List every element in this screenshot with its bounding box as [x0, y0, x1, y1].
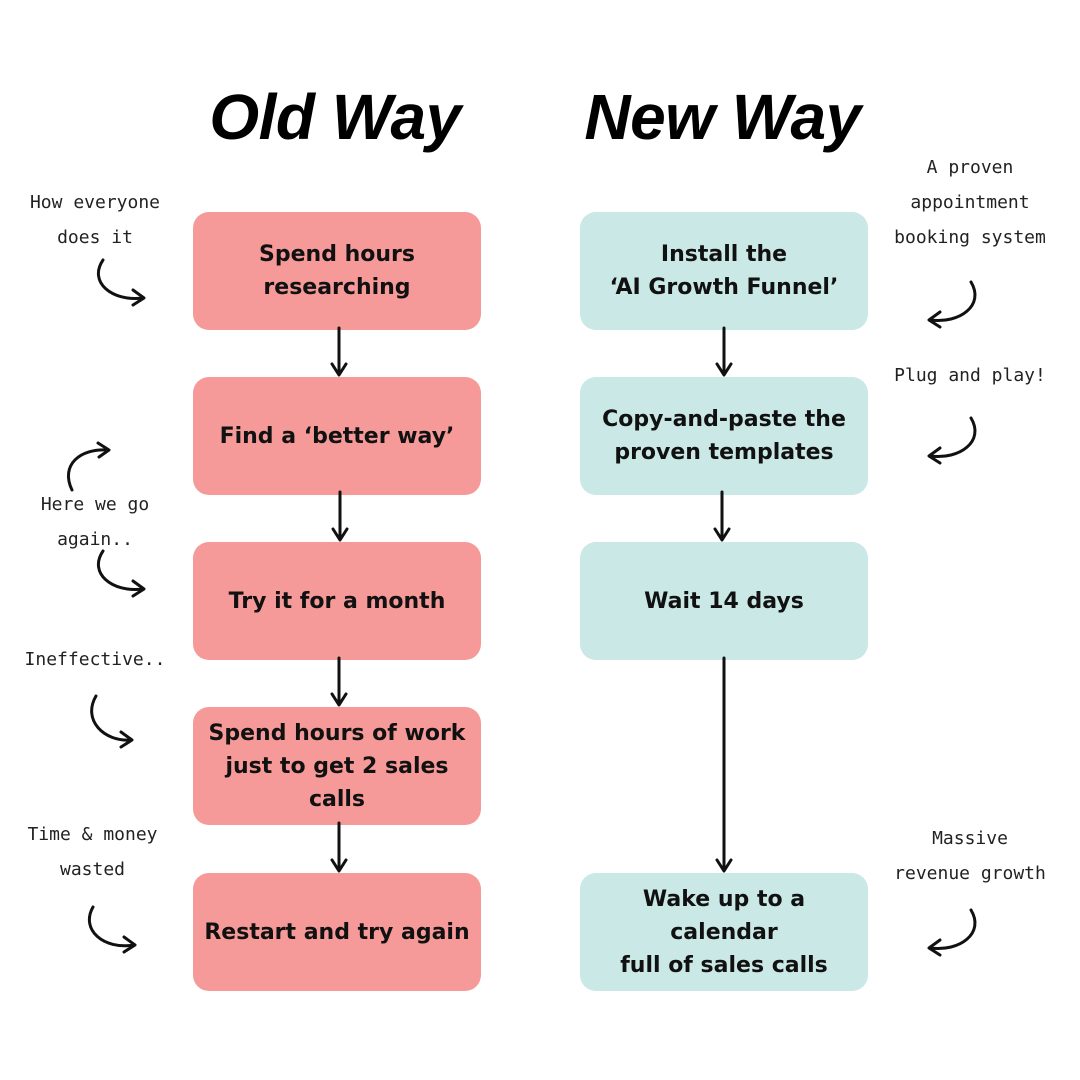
old-step-research: Spend hours researching — [193, 212, 481, 330]
curly-arrow-plug-and-play — [927, 416, 977, 465]
old-step-hours-of-work: Spend hours of work just to get 2 sales … — [193, 707, 481, 825]
note-here-we-go: Here we go again.. — [40, 494, 150, 550]
new-arrow-1 — [715, 326, 733, 377]
old-arrow-4 — [330, 821, 348, 873]
note-proven-system: A proven appointment booking system — [894, 157, 1046, 248]
note-ineffective: Ineffective.. — [24, 649, 166, 670]
note-how-everyone: How everyone does it — [29, 192, 161, 248]
new-arrow-2 — [713, 490, 731, 542]
old-arrow-2 — [331, 490, 349, 542]
curly-arrow-ineffective — [90, 694, 134, 749]
old-arrow-3 — [330, 656, 348, 707]
old-step-try-month: Try it for a month — [193, 542, 481, 660]
curly-arrow-massive-growth — [927, 908, 977, 957]
curly-arrow-proven-system — [927, 280, 977, 329]
old-step-restart: Restart and try again — [193, 873, 481, 991]
new-step-wake-up-calendar: Wake up to a calendar full of sales call… — [580, 873, 868, 991]
new-way-heading: New Way — [584, 81, 861, 153]
new-step-wait: Wait 14 days — [580, 542, 868, 660]
curly-arrow-time-money — [87, 905, 137, 954]
note-plug-and-play: Plug and play! — [894, 365, 1046, 386]
new-arrow-3 — [715, 656, 733, 873]
curly-arrow-how-everyone — [96, 258, 146, 307]
old-arrow-1 — [330, 326, 348, 377]
note-massive-growth: Massive revenue growth — [894, 828, 1046, 884]
new-step-install-funnel: Install the ‘AI Growth Funnel’ — [580, 212, 868, 330]
note-time-money: Time & money wasted — [27, 824, 158, 880]
curly-arrow-here-we-go — [96, 549, 146, 598]
curly-arrow-here-we-go-up — [66, 441, 111, 492]
old-way-heading: Old Way — [209, 81, 461, 153]
old-step-better-way: Find a ‘better way’ — [193, 377, 481, 495]
new-step-copy-templates: Copy-and-paste the proven templates — [580, 377, 868, 495]
